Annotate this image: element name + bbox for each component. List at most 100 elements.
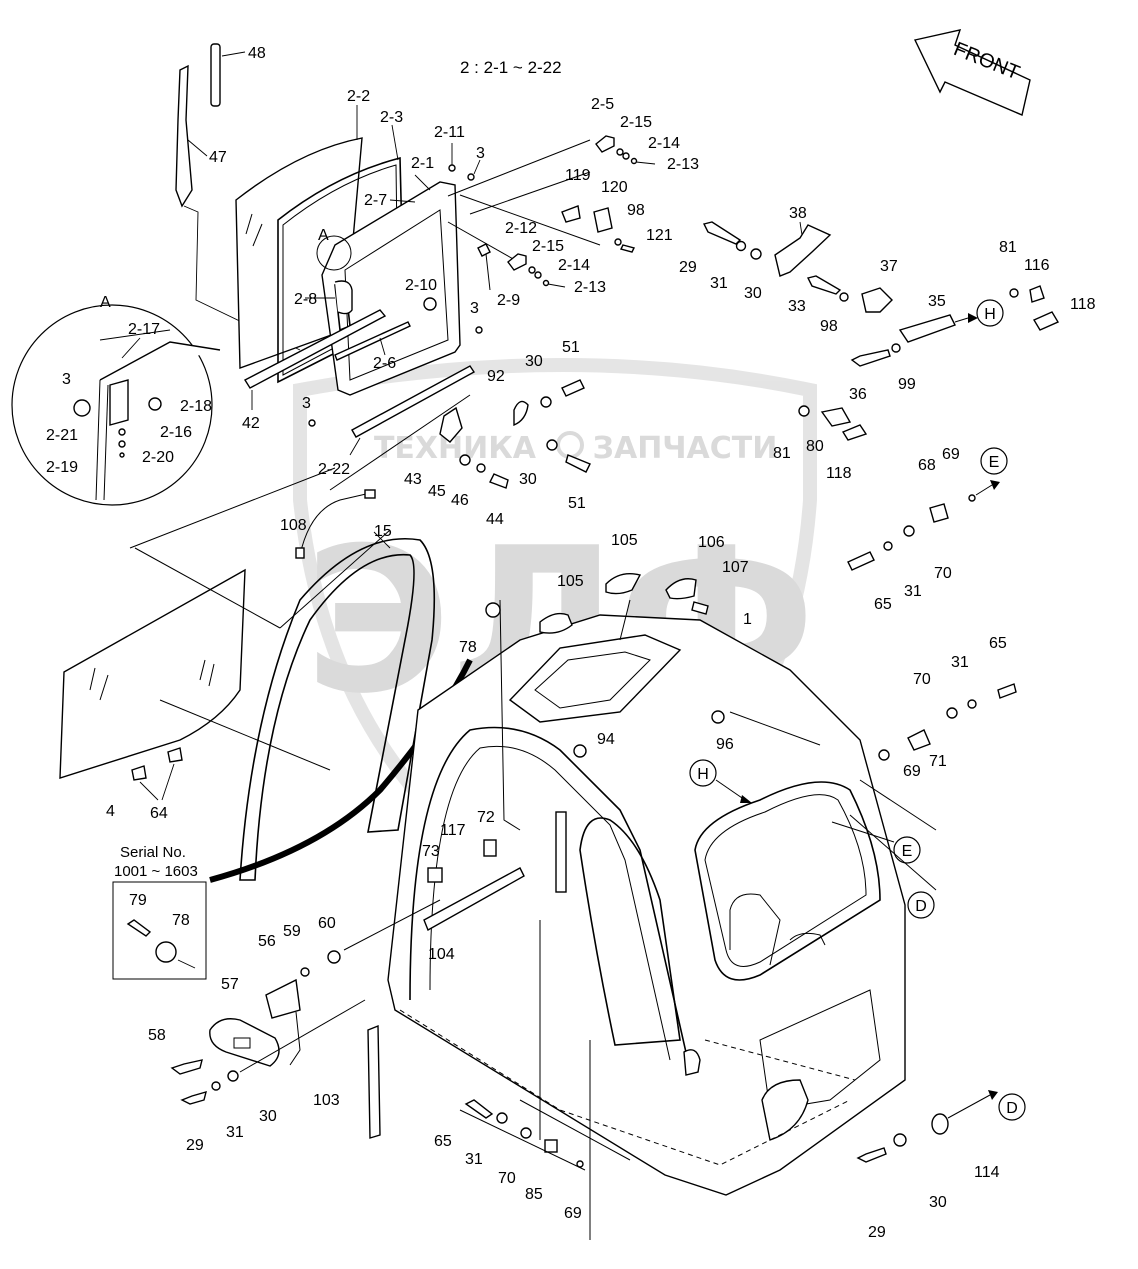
bolt-33 (806, 275, 842, 295)
label-31d: 31 (226, 1124, 244, 1141)
label-2-16: 2-16 (160, 424, 192, 441)
part-116 (1029, 285, 1045, 303)
label-35: 35 (928, 293, 946, 310)
washer-98a (614, 238, 622, 246)
label-118a: 118 (1070, 296, 1096, 313)
label-2-9: 2-9 (497, 292, 520, 309)
label-2-11: 2-11 (434, 124, 465, 141)
detail-a-tag: A (318, 227, 329, 244)
label-108: 108 (280, 517, 307, 534)
label-69a: 69 (942, 446, 960, 463)
bolt-65a (847, 551, 875, 571)
washer-31c (967, 699, 977, 709)
label-59: 59 (283, 923, 301, 940)
label-2-13b: 2-13 (574, 279, 606, 296)
guide-bar-2-22 (351, 365, 476, 438)
label-72: 72 (477, 809, 495, 826)
bolt-36 (850, 349, 891, 367)
plate-57-slot (233, 1037, 251, 1049)
bolt-44 (489, 473, 509, 489)
wiper-blade (210, 43, 246, 107)
label-105b: 105 (557, 573, 584, 590)
label-118b: 118 (826, 465, 852, 482)
label-30a: 30 (744, 285, 762, 302)
washer-60 (327, 950, 341, 964)
door-glass (59, 568, 331, 801)
screw-3c (308, 419, 316, 427)
bolt-51b (565, 454, 591, 473)
label-60: 60 (318, 915, 336, 932)
part-73 (427, 867, 443, 883)
label-2-19: 2-19 (46, 459, 78, 476)
part-labels: 48 47 2-2 2-3 2-11 3 2-1 2-7 2-8 2-10 2-… (46, 45, 1096, 1241)
label-31a: 31 (710, 275, 728, 292)
ref-h1 (976, 299, 1004, 327)
cap-92 (513, 400, 529, 427)
label-98b: 98 (820, 318, 838, 335)
label-30e: 30 (929, 1194, 947, 1211)
clip-81b (798, 405, 810, 417)
window-frame (321, 174, 461, 396)
cable-108 (299, 493, 367, 556)
screw-121 (619, 244, 636, 253)
label-78b: 78 (172, 912, 190, 929)
label-57: 57 (221, 976, 239, 993)
label-15: 15 (374, 523, 392, 540)
ref-h2 (689, 759, 717, 787)
detail-a-title: A (100, 294, 111, 311)
label-38: 38 (789, 205, 807, 222)
rail-104 (423, 867, 525, 932)
washer-30a (750, 248, 762, 260)
label-2-2: 2-2 (347, 88, 370, 105)
label-70c: 70 (498, 1170, 516, 1187)
washer-30b (540, 396, 552, 408)
pad-118a (1032, 311, 1060, 331)
ref-e1 (980, 447, 1008, 475)
label-103: 103 (313, 1092, 340, 1109)
grommet-94 (573, 744, 587, 758)
part-114 (931, 1113, 949, 1135)
label-3d: 3 (62, 371, 71, 388)
label-105a: 105 (611, 532, 638, 549)
label-48: 48 (248, 45, 266, 62)
svg-text:H: H (697, 766, 709, 783)
label-33: 33 (788, 298, 806, 315)
part-80 (820, 407, 852, 427)
arrow-h1-icon (968, 313, 978, 323)
window-rail (334, 321, 411, 361)
svg-text:Serial No.: Serial No. (120, 844, 186, 861)
label-81b: 81 (773, 445, 791, 462)
part-69a (968, 494, 976, 502)
label-2-20: 2-20 (142, 449, 174, 466)
label-116: 116 (1024, 257, 1050, 274)
part-71 (907, 729, 931, 751)
label-80: 80 (806, 438, 824, 455)
svg-text:D: D (1006, 1100, 1018, 1117)
label-70a: 70 (934, 565, 952, 582)
cab-body (387, 599, 906, 1240)
catch-120 (593, 207, 613, 233)
label-30b: 30 (525, 353, 543, 370)
group-note: 2 : 2-1 ~ 2-22 (460, 58, 562, 77)
label-2-10: 2-10 (405, 277, 437, 294)
label-46: 46 (451, 492, 469, 509)
part-68 (929, 503, 949, 523)
label-121: 121 (646, 227, 673, 244)
part-78a (485, 602, 501, 618)
label-51b: 51 (568, 495, 586, 512)
bolt-51a (561, 379, 585, 397)
watermark-gear-icon (556, 431, 584, 459)
label-30c: 30 (519, 471, 537, 488)
latch-2-12 (507, 253, 566, 288)
bolt-65c (464, 1099, 494, 1119)
front-arrow-icon: FRONT (913, 29, 1031, 116)
svg-text:E: E (902, 843, 913, 860)
plate-57 (209, 1018, 280, 1067)
label-2-17: 2-17 (128, 321, 160, 338)
window-handle (334, 280, 353, 315)
lock-37 (861, 287, 893, 313)
label-47: 47 (209, 149, 227, 166)
part-69b (878, 749, 890, 761)
washer-30c (546, 439, 558, 451)
ref-d1 (907, 891, 935, 919)
